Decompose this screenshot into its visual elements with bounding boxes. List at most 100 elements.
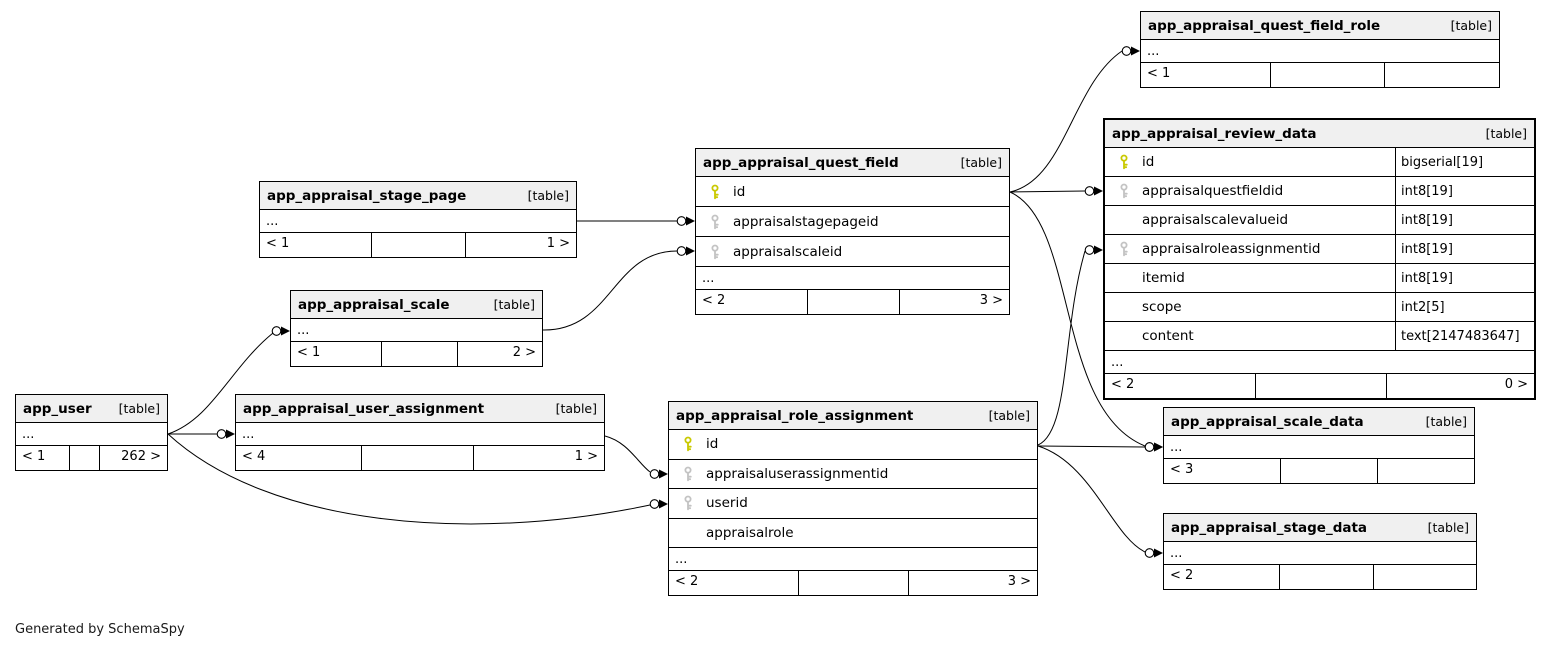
table-type-tag: [table] xyxy=(118,401,160,416)
column-type: int8[19] xyxy=(1395,206,1534,234)
table-title[interactable]: app_appraisal_scale xyxy=(298,296,450,313)
child-count: 0 > xyxy=(1504,377,1528,392)
collapsed-columns-row: ... xyxy=(16,423,167,446)
foreign-key-icon xyxy=(1116,183,1132,199)
footer-cell-divider xyxy=(899,290,901,314)
column-type: text[2147483647] xyxy=(1395,322,1534,350)
footer-cell-divider xyxy=(1279,565,1281,589)
column-row-appraisalscaleid: appraisalscaleid xyxy=(696,237,1009,267)
table-header: app_appraisal_quest_field_role [table] xyxy=(1141,12,1499,40)
table-node-app_appraisal_stage_data[interactable]: app_appraisal_stage_data [table]... < 2 xyxy=(1163,513,1477,590)
collapsed-columns-row: ... xyxy=(1164,542,1476,565)
parent-count: < 2 xyxy=(1170,568,1194,583)
child-count: 1 > xyxy=(546,236,570,251)
footer-cell-divider xyxy=(797,571,799,595)
table-node-app_appraisal_scale_data[interactable]: app_appraisal_scale_data[table]...< 3 xyxy=(1163,407,1475,484)
table-header: app_appraisal_review_data [table] xyxy=(1105,120,1534,148)
parent-count: < 1 xyxy=(297,345,321,360)
table-node-app_appraisal_quest_field[interactable]: app_appraisal_quest_field[table]id apprai… xyxy=(695,148,1010,315)
column-name: appraisalscaleid xyxy=(733,243,843,260)
footer-cell-divider xyxy=(473,446,475,470)
table-title[interactable]: app_appraisal_review_data xyxy=(1112,125,1317,142)
column-name: itemid xyxy=(1142,270,1185,286)
table-type-tag: [table] xyxy=(527,188,569,203)
column-row-appraisalstagepageid: appraisalstagepageid xyxy=(696,207,1009,237)
parent-count: < 1 xyxy=(266,236,290,251)
table-header: app_appraisal_stage_data [table] xyxy=(1164,514,1476,542)
primary-key-icon xyxy=(1116,154,1132,170)
rel-user-to-user_assignment xyxy=(168,429,235,439)
parent-count: < 1 xyxy=(22,449,46,464)
column-name: scope xyxy=(1142,299,1182,315)
rel-user-to-scale xyxy=(167,326,290,435)
collapsed-columns-row: ... xyxy=(260,210,576,233)
table-footer: < 1 1 > xyxy=(260,233,576,257)
table-type-tag: [table] xyxy=(1427,520,1469,535)
table-footer: < 3 xyxy=(1164,459,1474,483)
table-title[interactable]: app_appraisal_role_assignment xyxy=(676,407,914,424)
column-type: int8[19] xyxy=(1395,177,1534,205)
column-name: userid xyxy=(706,495,748,512)
column-type: int8[19] xyxy=(1395,235,1534,263)
rel-role_assignment-to-scale_data xyxy=(1037,442,1163,452)
rel-user-to-role_assignment-userid xyxy=(167,433,668,525)
footer-cell-divider xyxy=(361,446,363,470)
generated-by-note: Generated by SchemaSpy xyxy=(15,622,185,637)
footer-cell-divider xyxy=(370,233,372,257)
table-node-app_appraisal_quest_field_role[interactable]: app_appraisal_quest_field_role [table]...… xyxy=(1140,11,1500,88)
table-footer: < 1 xyxy=(1141,63,1499,87)
column-name: id xyxy=(733,183,746,200)
table-title[interactable]: app_appraisal_user_assignment xyxy=(243,400,485,417)
parent-count: < 2 xyxy=(675,574,699,589)
collapsed-columns-row: ... xyxy=(1141,40,1499,63)
rel-user_assignment-to-role_assignment-appraisaluserassignmentid xyxy=(604,435,668,479)
footer-cell-divider xyxy=(68,446,70,470)
table-node-app_appraisal_user_assignment[interactable]: app_appraisal_user_assignment[table]...<… xyxy=(235,394,605,471)
table-title[interactable]: app_appraisal_stage_data xyxy=(1171,519,1368,536)
child-count: 2 > xyxy=(512,345,536,360)
table-header: app_appraisal_quest_field[table] xyxy=(696,149,1009,177)
rel-quest_field-to-quest_field_role xyxy=(1009,46,1140,193)
table-title[interactable]: app_appraisal_stage_page xyxy=(267,187,467,204)
footer-cell-divider xyxy=(1373,565,1375,589)
footer-cell-divider xyxy=(456,342,458,366)
collapsed-columns-row: ... xyxy=(696,267,1009,290)
footer-cell-divider xyxy=(1280,459,1282,483)
primary-key-icon xyxy=(680,436,696,452)
parent-count: < 2 xyxy=(1111,377,1135,392)
table-header: app_appraisal_scale_data[table] xyxy=(1164,408,1474,436)
table-type-tag: [table] xyxy=(1485,126,1527,141)
child-count: 3 > xyxy=(1007,574,1031,589)
column-row-id: id xyxy=(669,430,1037,460)
table-title[interactable]: app_appraisal_scale_data xyxy=(1171,413,1364,430)
table-title[interactable]: app_appraisal_quest_field_role xyxy=(1148,17,1381,34)
table-type-tag: [table] xyxy=(988,408,1030,423)
table-title[interactable]: app_user xyxy=(23,400,92,417)
child-count: 1 > xyxy=(574,449,598,464)
table-header: app_appraisal_scale[table] xyxy=(291,291,542,319)
collapsed-columns-row: ... xyxy=(236,423,604,446)
rel-role_assignment-to-stage_data xyxy=(1037,445,1163,558)
table-footer: < 2 0 > xyxy=(1105,374,1534,398)
table-title[interactable]: app_appraisal_quest_field xyxy=(703,154,899,171)
column-row-id: id xyxy=(696,177,1009,207)
table-node-app_appraisal_stage_page[interactable]: app_appraisal_stage_page [table]... < 1 1 > xyxy=(259,181,577,258)
footer-cell-divider xyxy=(99,446,101,470)
table-type-tag: [table] xyxy=(1450,18,1492,33)
column-type: bigserial[19] xyxy=(1395,148,1534,176)
child-count: 3 > xyxy=(979,293,1003,308)
